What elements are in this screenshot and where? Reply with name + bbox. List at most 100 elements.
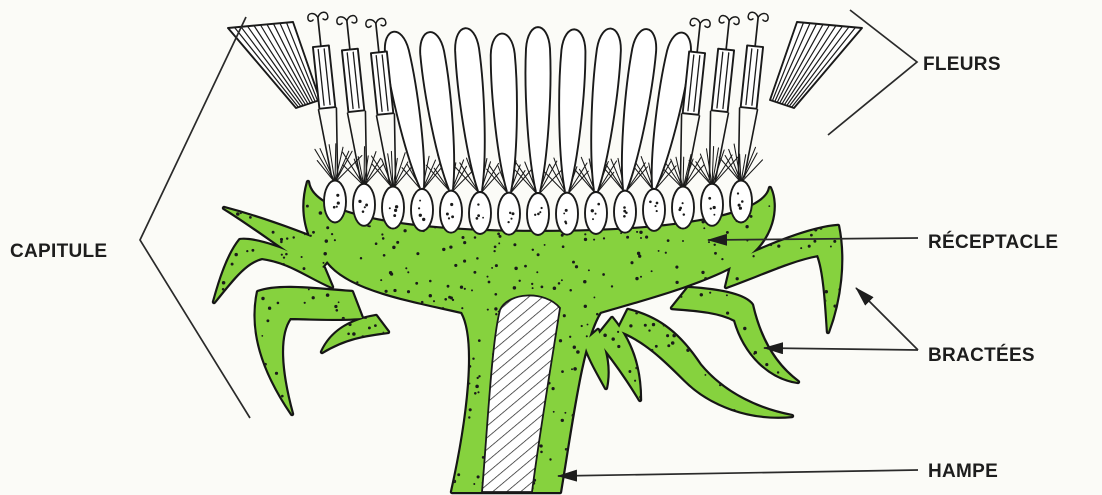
tissue-dot <box>416 252 419 255</box>
tissue-dot <box>268 307 271 310</box>
tissue-dot <box>204 383 206 385</box>
tissue-dot <box>836 416 838 418</box>
tissue-dot <box>537 253 540 256</box>
tissue-dot <box>387 465 390 468</box>
ovary <box>672 187 694 229</box>
tissue-dot <box>216 258 218 260</box>
tissue-dot <box>706 323 708 325</box>
tissue-dot <box>644 475 646 477</box>
tissue-dot <box>356 378 359 381</box>
tissue-dot <box>392 372 395 375</box>
tissue-dot <box>619 433 621 435</box>
tissue-dot <box>498 235 501 238</box>
tissue-dot <box>669 375 672 378</box>
tissue-dot <box>814 371 816 373</box>
tissue-dot <box>667 344 670 347</box>
tissue-dot <box>647 419 650 422</box>
tissue-dot <box>574 454 576 456</box>
tissue-dot <box>347 387 351 391</box>
tissue-dot <box>478 375 480 377</box>
tissue-dot <box>564 479 567 482</box>
tissue-dot <box>368 326 371 329</box>
tissue-dot <box>613 190 616 193</box>
tissue-dot <box>561 279 563 281</box>
tissue-dot <box>676 384 679 387</box>
tissue-dot <box>493 250 495 252</box>
tissue-dot <box>251 396 253 398</box>
label-receptacle: RÉCEPTACLE <box>928 231 1058 253</box>
tissue-dot <box>296 345 299 348</box>
stamen-tube <box>741 45 763 108</box>
tissue-dot <box>413 366 416 369</box>
tissue-dot <box>866 442 868 444</box>
tissue-dot <box>830 246 832 248</box>
tissue-dot <box>234 253 237 256</box>
tissue-dot <box>281 254 283 256</box>
tissue-dot <box>735 485 739 489</box>
style <box>376 23 379 52</box>
tissue-dot <box>575 265 578 268</box>
tissue-dot <box>238 334 241 337</box>
tissue-dot <box>861 467 863 469</box>
ovary-dot <box>738 204 741 207</box>
tissue-dot <box>745 225 748 228</box>
tissue-dot <box>294 381 296 383</box>
tissue-dot <box>737 482 740 485</box>
tissue-dot <box>361 304 364 307</box>
tissue-dot <box>278 464 281 467</box>
tissue-dot <box>728 177 731 180</box>
ovary-dot <box>336 194 339 197</box>
ovary <box>556 193 578 235</box>
tissue-dot <box>843 464 846 467</box>
tissue-dot <box>611 337 614 340</box>
tissue-dot <box>243 379 247 383</box>
tissue-dot <box>385 290 388 293</box>
tissue-dot <box>335 277 337 279</box>
tissue-dot <box>685 445 688 448</box>
tissue-dot <box>849 371 851 373</box>
tissue-dot <box>842 188 844 190</box>
tissue-dot <box>205 206 207 208</box>
tissue-dot <box>231 174 235 178</box>
tissue-dot <box>246 250 248 252</box>
tissue-dot <box>443 347 446 350</box>
ovary-dot <box>393 214 396 217</box>
tissue-dot <box>342 406 344 408</box>
tissue-dot <box>360 470 363 473</box>
tissue-dot <box>413 317 416 320</box>
tissue-dot <box>666 334 669 337</box>
tissue-dot <box>409 431 412 434</box>
ovary <box>469 192 491 234</box>
label-bractees: BRACTÉES <box>928 344 1035 366</box>
tissue-dot <box>494 293 497 296</box>
tissue-dot <box>666 475 668 477</box>
tissue-dot <box>786 198 789 201</box>
tissue-dot <box>823 473 826 476</box>
tissue-dot <box>685 464 687 466</box>
tissue-dot <box>543 192 546 195</box>
tissue-dot <box>225 408 227 410</box>
tissue-dot <box>390 427 394 431</box>
tissue-dot <box>721 258 723 260</box>
ovary-dot <box>446 213 449 216</box>
tissue-dot <box>645 468 647 470</box>
tissue-dot <box>848 213 851 216</box>
tissue-dot <box>255 458 257 460</box>
ovary-dot <box>594 213 596 215</box>
tissue-dot <box>856 437 858 439</box>
tissue-dot <box>304 302 306 304</box>
tissue-dot <box>617 331 619 333</box>
tissue-dot <box>344 420 346 422</box>
tissue-dot <box>841 467 844 470</box>
ovary-dot <box>708 197 711 200</box>
tissue-dot <box>343 467 346 470</box>
tissue-dot <box>712 458 715 461</box>
tissue-dot <box>430 482 432 484</box>
tissue-dot <box>375 358 378 361</box>
tissue-dot <box>369 225 371 227</box>
tissue-dot <box>429 311 431 313</box>
tissue-dot <box>447 414 450 417</box>
tissue-dot <box>594 458 597 461</box>
tissue-dot <box>552 387 555 390</box>
tissue-dot <box>586 490 590 494</box>
